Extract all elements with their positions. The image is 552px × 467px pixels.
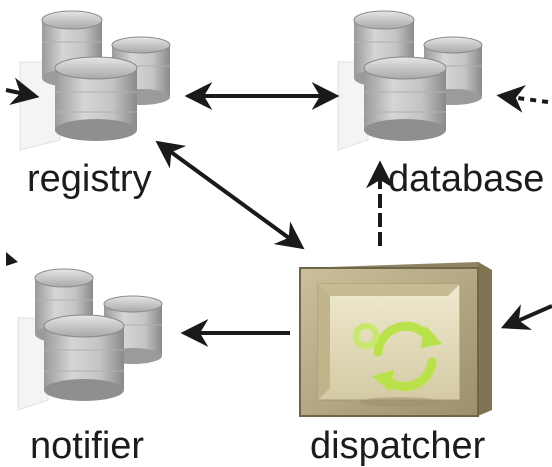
- registry-label: registry: [27, 158, 152, 200]
- edge-offscreen-database: [496, 85, 549, 113]
- edge-offscreen-registry: [5, 77, 40, 105]
- edge-registry-dispatcher: [155, 140, 305, 250]
- notifier-label: notifier: [30, 425, 145, 467]
- edge-offscreen-notifier: [6, 252, 18, 266]
- edge-offscreen-dispatcher: [500, 304, 552, 330]
- database-cluster-icon: [337, 10, 483, 151]
- dispatcher-box-icon: [299, 262, 492, 417]
- recycle-icon: [353, 321, 442, 392]
- database-label: database: [388, 158, 545, 200]
- dispatcher-label: dispatcher: [310, 425, 486, 467]
- registry-cluster-icon: [19, 10, 171, 151]
- notifier-cluster-icon: [17, 268, 163, 411]
